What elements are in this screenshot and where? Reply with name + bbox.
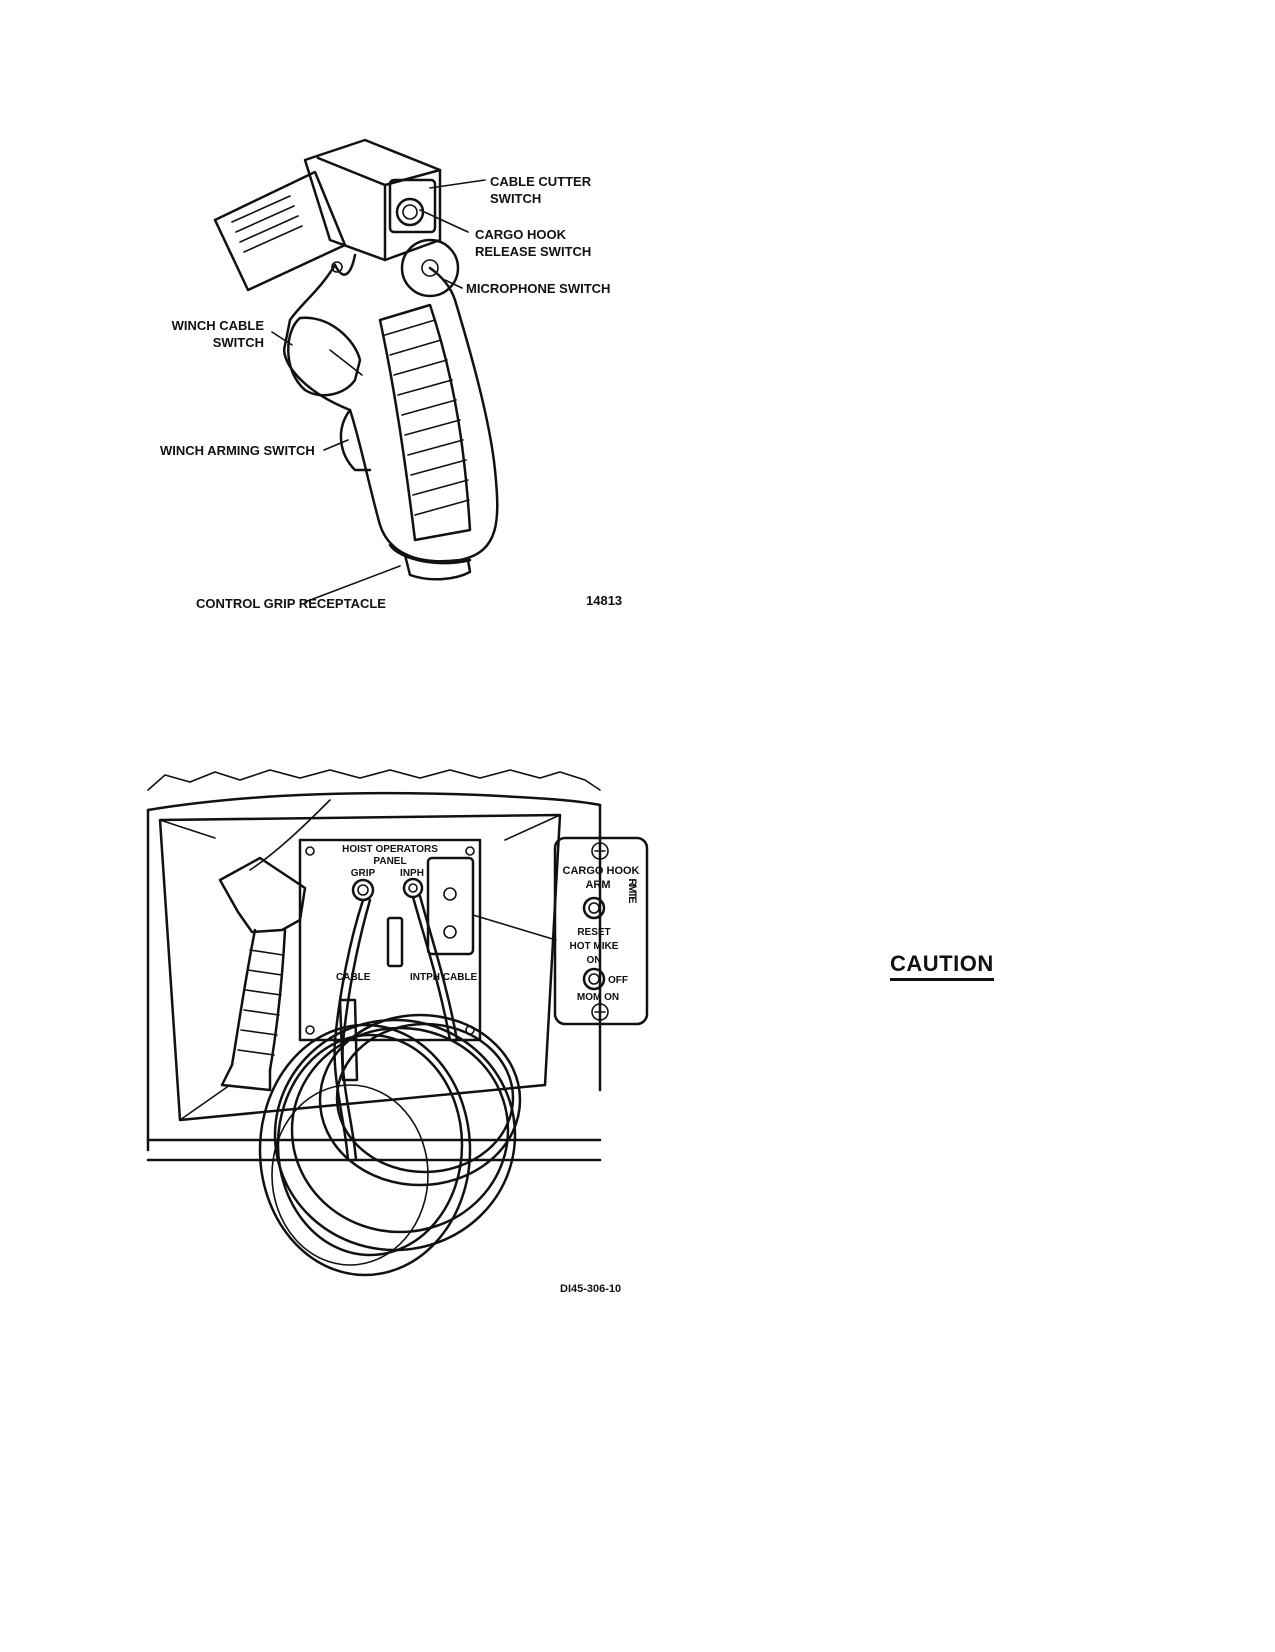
caution-heading: CAUTION [890,952,994,981]
cable-cutter-switch-label-2: SWITCH [490,191,541,206]
winch-cable-switch-label-1: WINCH CABLE [172,318,265,333]
panel-title-line-1: HOIST OPERATORS [342,844,438,855]
grip-cable-label: CABLE [336,972,371,983]
control-grip-drawing [213,138,499,581]
panel-title-line-2: PANEL [373,856,406,867]
bottom-figure-number: DI45-306-10 [560,1283,621,1295]
detail-rmte-label: RMTE [626,878,638,903]
top-leader-lines [271,179,486,603]
intph-cable-label: INTPH CABLE [410,972,478,983]
hoist-panel-drawing [146,769,602,1277]
winch-cable-switch-label-2: SWITCH [213,335,264,350]
cargo-hook-release-switch-label-2: RELEASE SWITCH [475,244,591,259]
detail-off-label: OFF [608,975,628,986]
winch-arming-switch-label: WINCH ARMING SWITCH [160,443,315,458]
detail-arm-label: ARM [585,879,610,891]
cable-cutter-switch-label-1: CABLE CUTTER [490,174,592,189]
detail-mom-on-label: MOM ON [577,992,619,1003]
control-grip-receptacle-label: CONTROL GRIP RECEPTACLE [196,596,386,611]
detail-reset-label: RESET [577,927,610,938]
cargo-hook-detail-panel [553,836,649,1026]
top-figure-number: 14813 [586,593,622,608]
inph-connector-label: INPH [400,868,424,879]
grip-connector-label: GRIP [351,868,376,879]
detail-on-label: ON [587,955,602,966]
cargo-hook-release-switch-label-1: CARGO HOOK [475,227,567,242]
detail-hot-mike-label: HOT MIKE [570,941,619,952]
microphone-switch-label: MICROPHONE SWITCH [466,281,610,296]
detail-cargo-hook-title: CARGO HOOK [563,865,640,877]
